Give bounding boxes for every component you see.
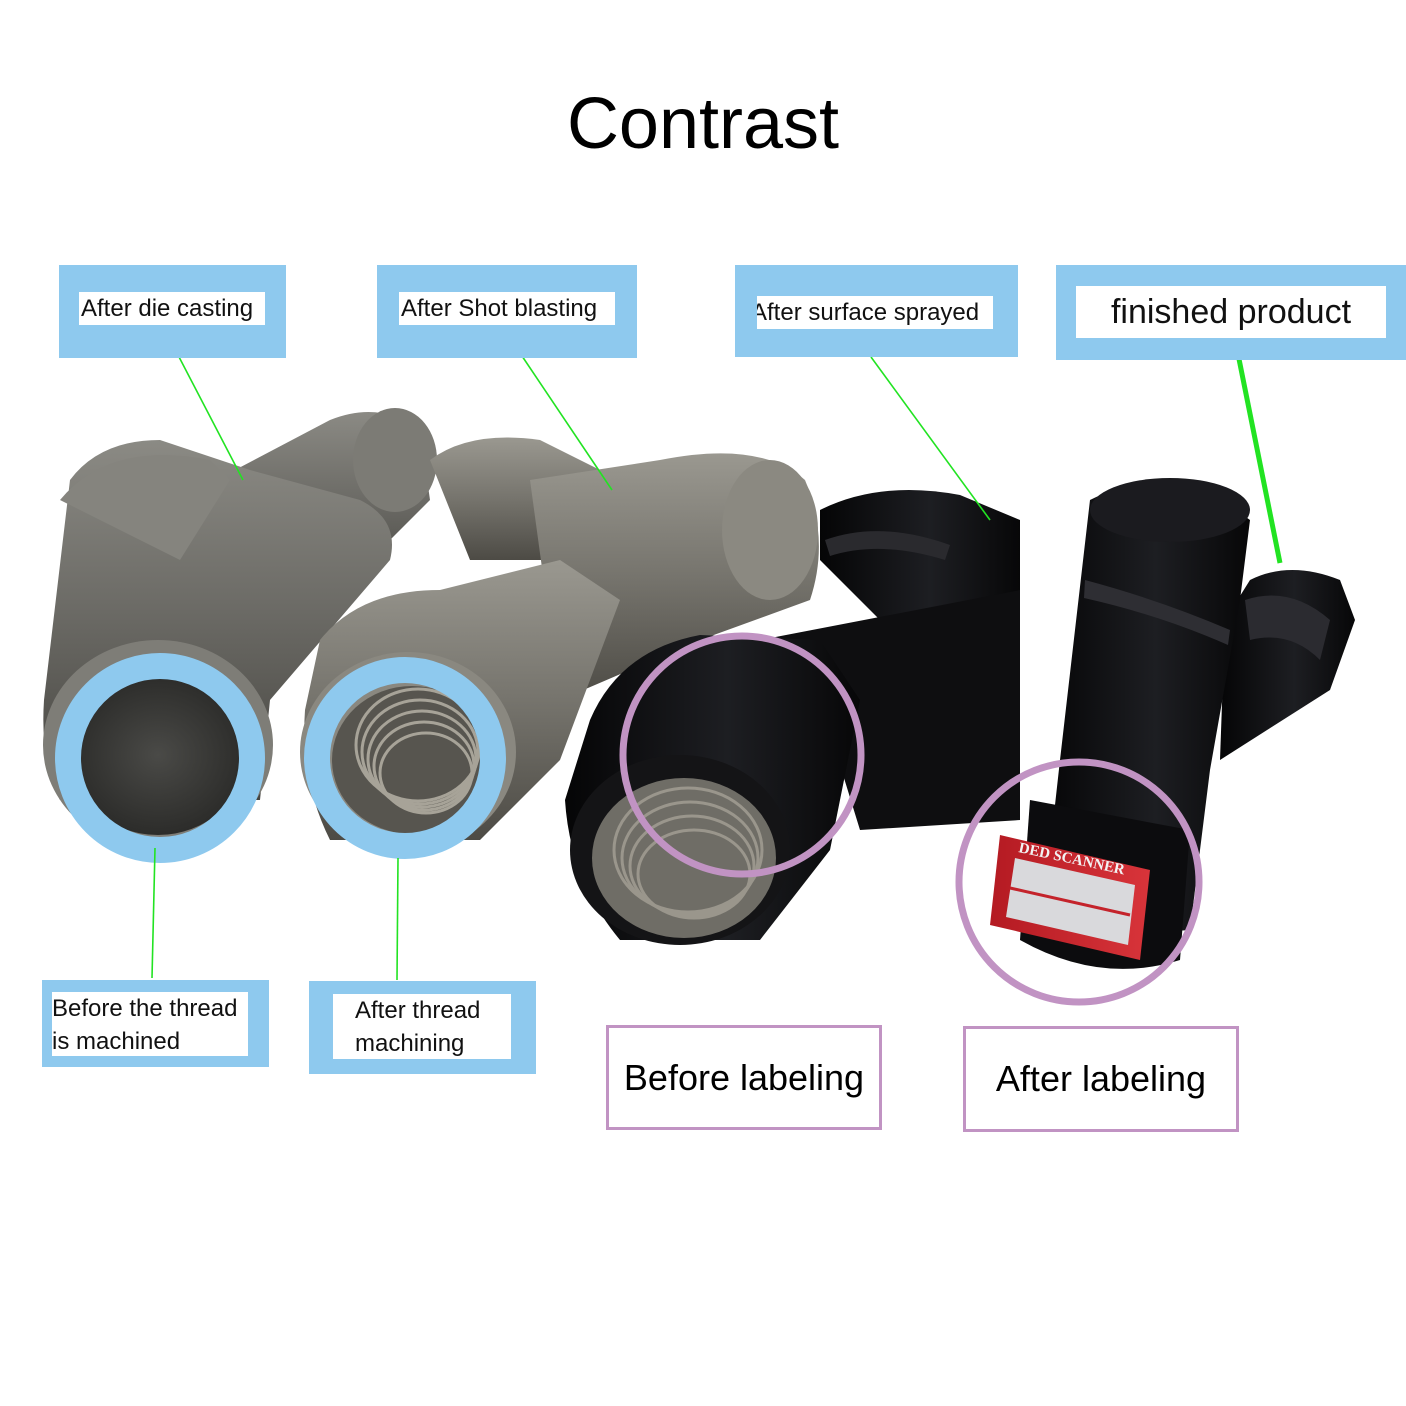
label-after-die-casting: After die casting xyxy=(59,265,286,358)
label-after-shot-blasting-text: After Shot blasting xyxy=(399,292,615,325)
label-after-thread-machining: After thread machining xyxy=(309,981,536,1074)
highlight-ring-after-labeling xyxy=(955,758,1203,1006)
highlight-ring-after-thread xyxy=(304,657,506,859)
label-before-labeling: Before labeling xyxy=(606,1025,882,1130)
label-after-surface-sprayed: After surface sprayed xyxy=(735,265,1018,357)
label-before-thread-machined: Before the thread is machined xyxy=(42,980,269,1067)
fitting-sprayed xyxy=(565,490,1020,945)
page-title: Contrast xyxy=(566,84,840,164)
label-after-surface-sprayed-text: After surface sprayed xyxy=(757,296,993,329)
leader-lines xyxy=(151,354,991,981)
highlight-ring-before-labeling xyxy=(619,632,865,878)
highlight-ring-before-thread xyxy=(55,653,265,863)
leader-line-finished xyxy=(1236,358,1283,564)
label-after-die-casting-text: After die casting xyxy=(79,292,265,325)
label-after-thread-machining-text: After thread machining xyxy=(333,994,511,1059)
label-after-labeling: After labeling xyxy=(963,1026,1239,1132)
label-before-thread-machined-text: Before the thread is machined xyxy=(52,992,248,1056)
label-finished-product: finished product xyxy=(1056,265,1406,360)
fitting-finished: DED SCANNER xyxy=(990,478,1355,969)
label-after-shot-blasting: After Shot blasting xyxy=(377,265,637,358)
label-finished-product-text: finished product xyxy=(1076,286,1386,338)
